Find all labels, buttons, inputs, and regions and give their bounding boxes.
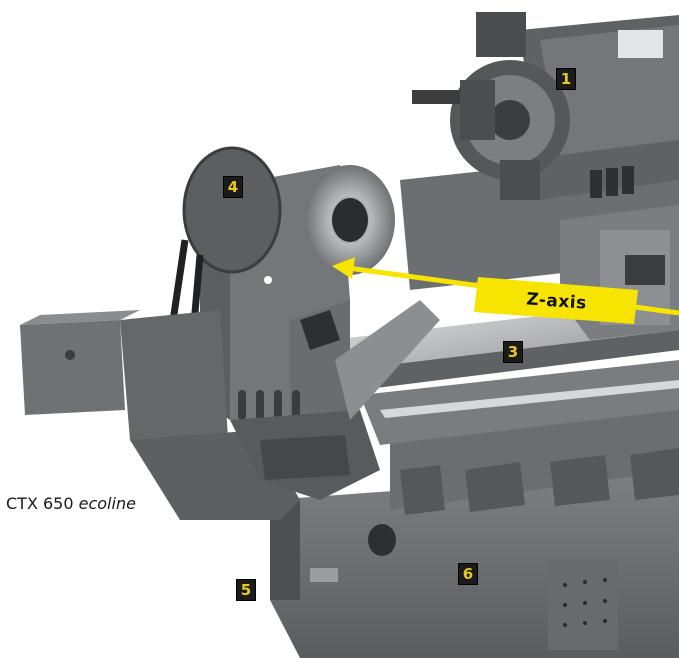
callout-5: 5 [236,579,256,601]
drive-motor [20,310,230,470]
callout-3: 3 [503,341,523,363]
chip-guard [260,300,440,480]
tool-turret [412,12,679,200]
z-axis-arrow [332,257,679,324]
figure-caption: CTX 650 ecoline [6,494,136,513]
tailstock [182,146,395,440]
caption-variant: ecoline [78,494,136,513]
callout-1: 1 [556,68,576,90]
caption-model: CTX 650 [6,494,74,513]
callout-4: 4 [223,176,243,198]
callout-6: 6 [458,563,478,585]
